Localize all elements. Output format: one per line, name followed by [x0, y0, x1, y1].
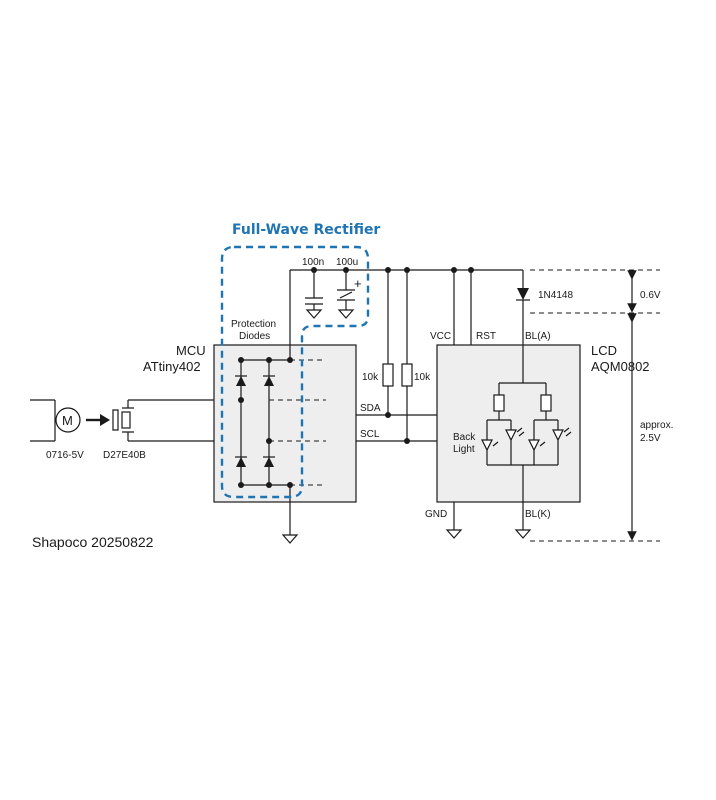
bla-pin-label: BL(A) [525, 331, 551, 342]
rst-pin-label: RST [476, 331, 496, 342]
i2c-wires [356, 414, 437, 442]
backlight-label-2: Light [453, 444, 475, 455]
cap2-plus: + [354, 276, 362, 291]
backlight-leds [481, 345, 572, 502]
diode-icon [264, 457, 274, 467]
led-icon [505, 429, 517, 442]
resistor-icon [540, 394, 552, 412]
blk-pin-label: BL(K) [525, 509, 551, 520]
capacitor-100n: 100n [302, 257, 324, 319]
gnd-pin-label: GND [425, 509, 447, 520]
author-label: Shapoco 20250822 [32, 534, 154, 550]
rectifier-outline [220, 245, 370, 499]
led-icon [481, 439, 493, 452]
capacitor-100u: 100u + [336, 257, 362, 319]
vcc-pin-label: VCC [430, 331, 451, 342]
pullup-resistors: 10k 10k [362, 270, 431, 444]
buzzer-label: D27E40B [103, 450, 146, 461]
cap2-label: 100u [336, 257, 358, 268]
diode-icon [236, 376, 246, 386]
ground-icon [305, 309, 323, 319]
motor: M 0716-5V [30, 399, 84, 461]
r2-label: 10k [414, 372, 431, 383]
ground-icon [337, 309, 355, 319]
lcd-box [436, 344, 581, 503]
diode-icon [236, 457, 246, 467]
cap1-label: 100n [302, 257, 324, 268]
backlight-label-1: Back [453, 432, 476, 443]
vcc-rst-wires [453, 270, 472, 345]
voltage-value-label: 2.5V [640, 433, 661, 444]
led-icon [528, 439, 540, 452]
resistor-icon [401, 363, 413, 387]
diode-label: 1N4148 [538, 290, 573, 301]
resistor-icon [493, 394, 505, 412]
ground-icon [514, 529, 532, 539]
motor-label: 0716-5V [46, 450, 84, 461]
diodes-label: Diodes [239, 331, 270, 342]
motor-icon [55, 407, 81, 433]
lcd-title: LCD [591, 343, 617, 358]
sda-label: SDA [360, 403, 381, 414]
rectifier-title: Full-Wave Rectifier [232, 222, 380, 238]
voltage-dimensions: 0.6V approx. 2.5V [530, 269, 673, 542]
r1-label: 10k [362, 372, 379, 383]
piezo-icon [121, 411, 131, 429]
voltage-drop-label: 0.6V [640, 290, 661, 301]
ground-icon [445, 529, 463, 539]
diode-icon [517, 288, 529, 300]
protection-label: Protection [231, 319, 276, 330]
motor-symbol: M [62, 413, 73, 428]
scl-label: SCL [360, 429, 380, 440]
ground-icon [281, 534, 299, 544]
protection-diodes [235, 270, 326, 530]
diode-icon [264, 376, 274, 386]
mcu-part: ATtiny402 [143, 359, 201, 374]
voltage-approx-label: approx. [640, 420, 673, 431]
resistor-icon [382, 363, 394, 387]
mcu-box [213, 344, 357, 503]
diode-1n4148: 1N4148 [516, 270, 573, 345]
mcu-title: MCU [176, 343, 206, 358]
lcd-part: AQM0802 [591, 359, 650, 374]
led-icon [552, 429, 564, 442]
coupling-arrow-icon [86, 414, 110, 426]
